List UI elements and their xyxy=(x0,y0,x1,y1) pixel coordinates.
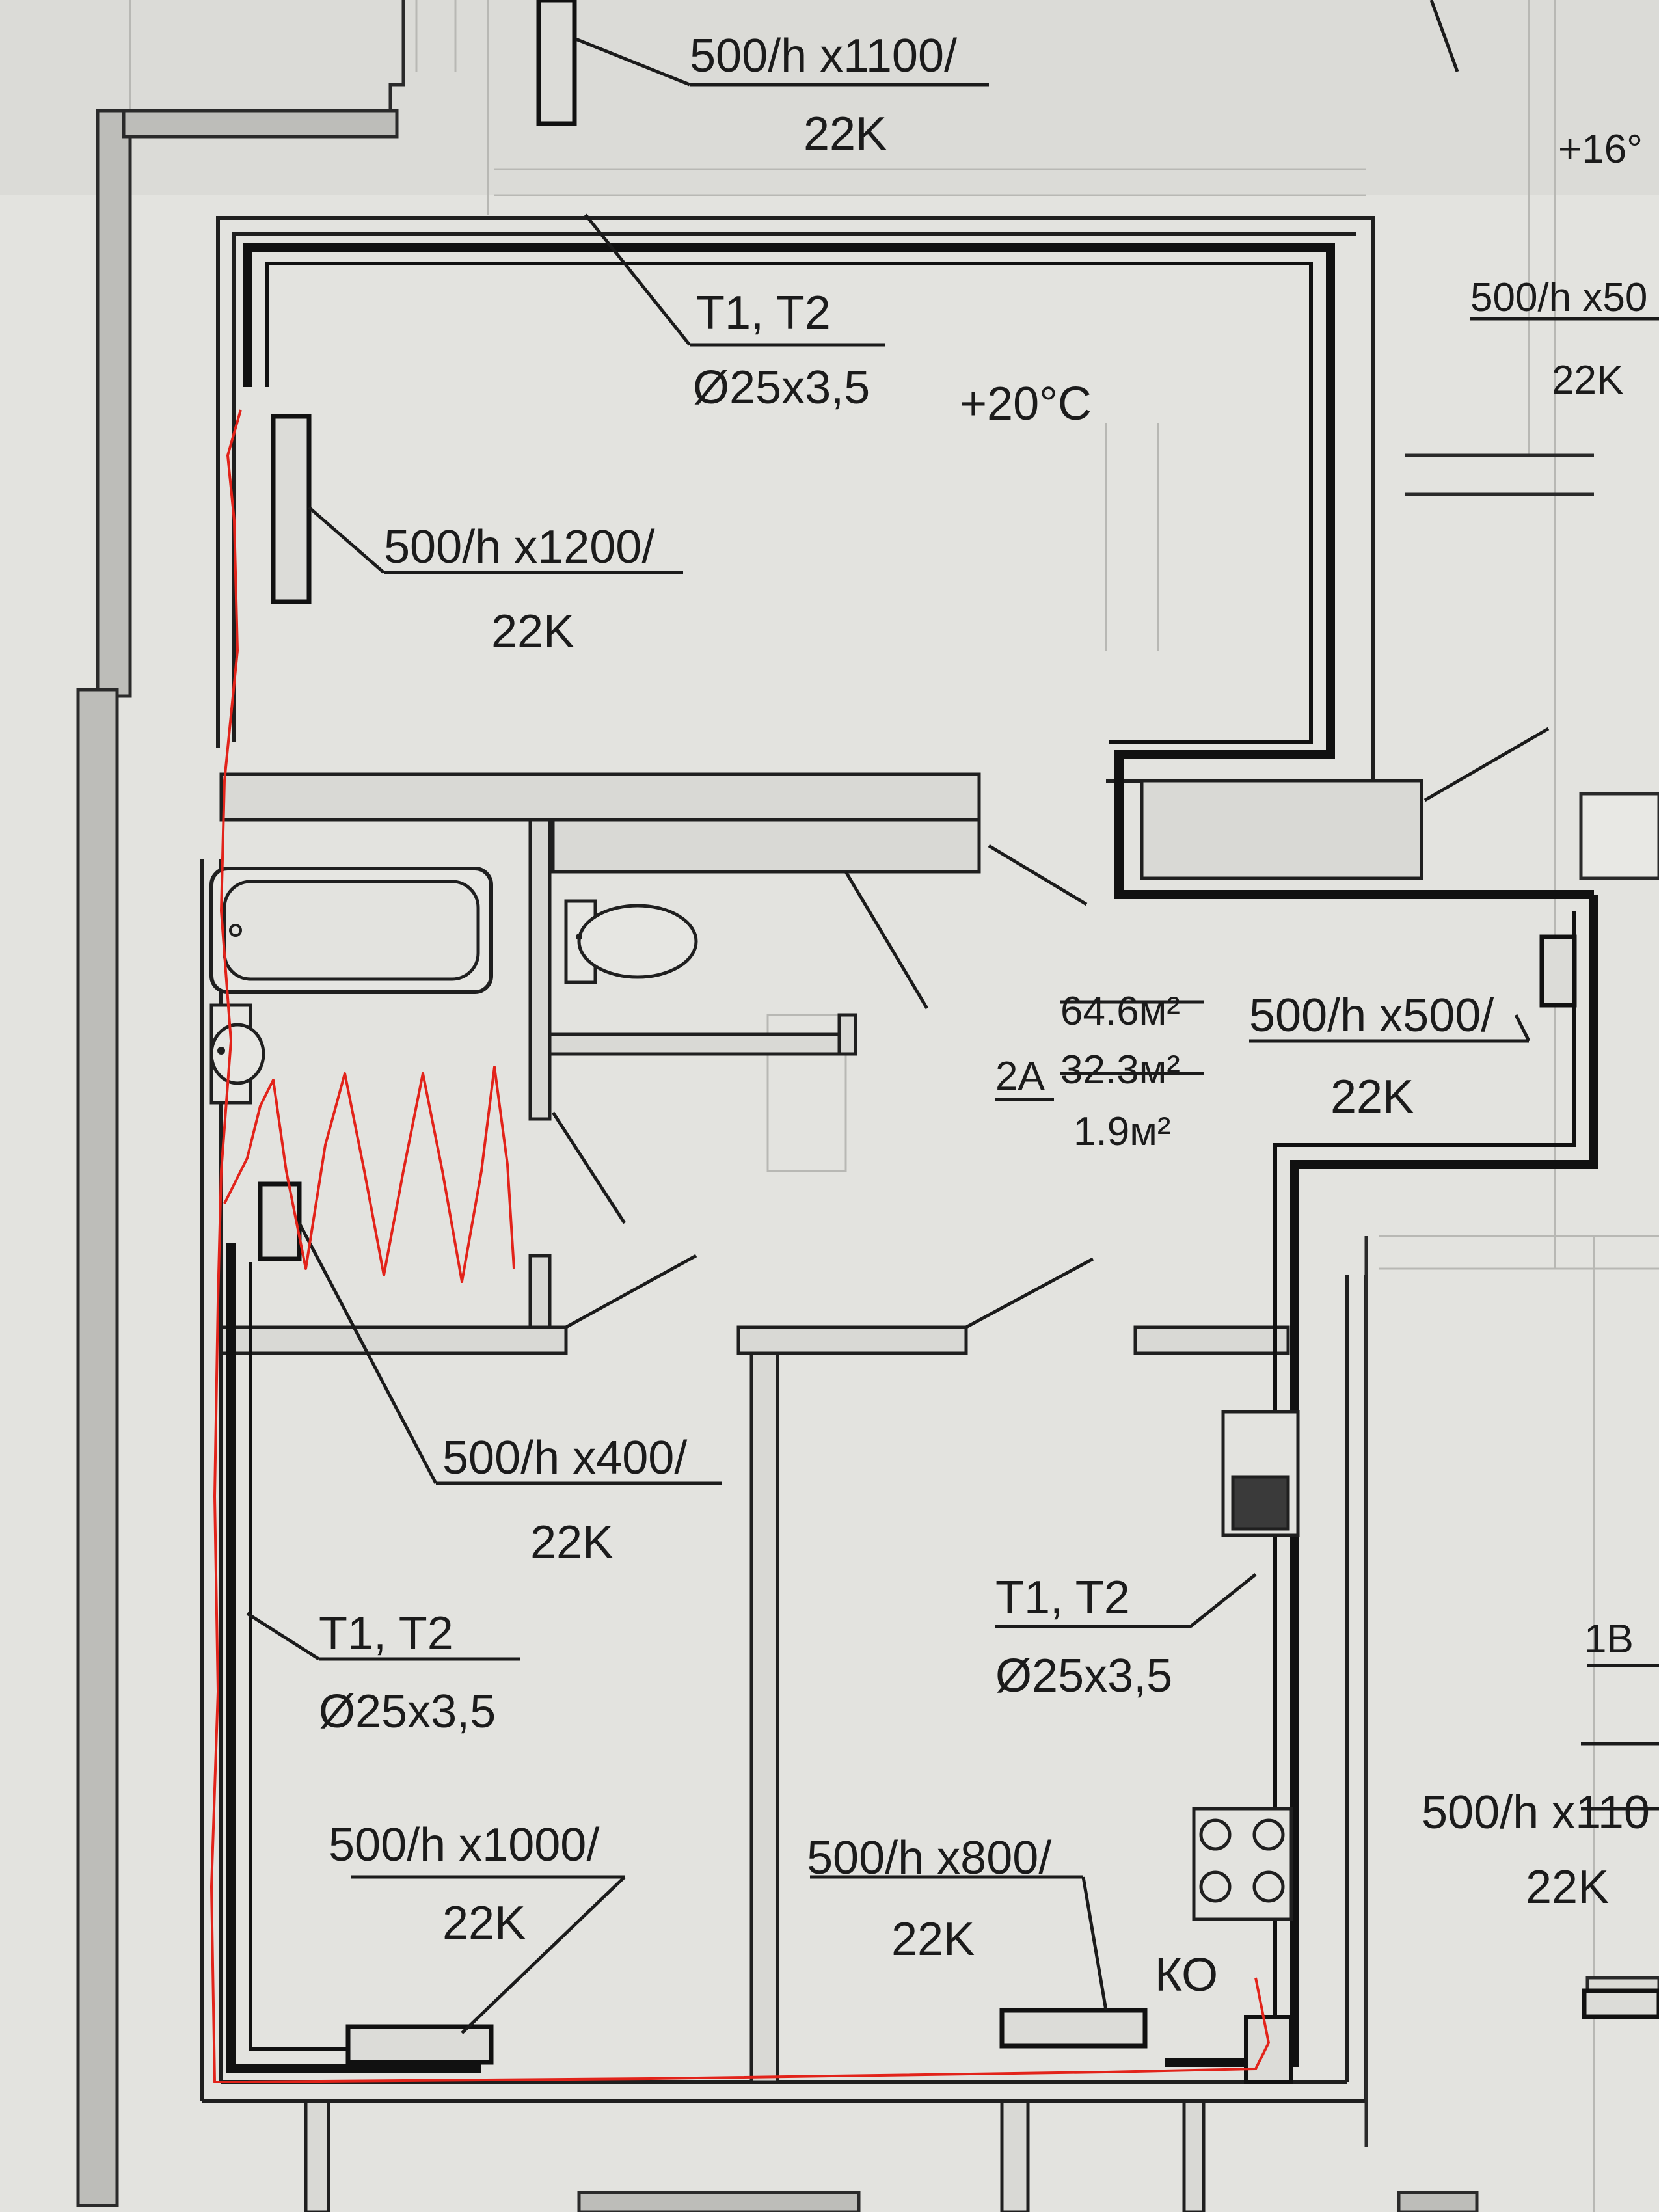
partition-toilet-end xyxy=(837,1013,857,1056)
radiator-kitchen-corner-size: 500/h x500/ xyxy=(1249,990,1494,1042)
radiator-top-right-size: 500/h x50 xyxy=(1470,275,1647,320)
radiator-bedroom-right-unit xyxy=(999,2008,1148,2049)
radiator-main-room-unit xyxy=(271,414,312,604)
partition-hall-left xyxy=(219,1325,568,1355)
radiator-units xyxy=(258,0,1659,2065)
bathtub xyxy=(209,867,493,994)
apartment-type-label: 2А xyxy=(995,1054,1045,1099)
radiator-neighbor-right-size: 500/h x110 xyxy=(1422,1787,1650,1839)
partition-hall-mid xyxy=(736,1325,968,1355)
neighbor-type-label: 1В xyxy=(1584,1617,1634,1662)
interior-walls xyxy=(219,772,1423,2084)
radiator-top-outside-model: 22K xyxy=(803,108,887,160)
red-hand-marking xyxy=(210,409,1270,2083)
radiator-bedroom-left-size: 500/h x1000/ xyxy=(329,1819,599,1871)
radiator-bedroom-right-model: 22K xyxy=(891,1913,975,1965)
temperature-neighbor: +16° xyxy=(1558,127,1643,172)
apartment-area-living: 32.3м² xyxy=(1060,1047,1180,1092)
bottom-wall-stubs xyxy=(304,2099,1206,2212)
radiator-kitchen-corner-model: 22K xyxy=(1330,1071,1414,1123)
radiator-neighbor-right-model: 22K xyxy=(1526,1861,1609,1913)
pipe-top-size: Ø25x3,5 xyxy=(693,362,870,414)
background-drafting-lines xyxy=(129,0,1659,2212)
radiator-bedroom-left-model: 22K xyxy=(442,1897,526,1949)
radiator-top-outside-unit xyxy=(536,0,577,126)
heating-pipe-loop xyxy=(226,243,1598,2073)
radiator-kitchen-corner-unit xyxy=(1539,934,1577,1008)
pipe-right-name: T1, T2 xyxy=(995,1572,1130,1624)
radiator-bathroom-unit xyxy=(258,1181,302,1261)
radiator-main-room-model: 22K xyxy=(491,606,574,658)
radiator-top-outside-size: 500/h x1100/ xyxy=(690,30,957,82)
paper-shadow-top xyxy=(0,0,1659,195)
apartment-area-total: 64.6м² xyxy=(1060,989,1180,1034)
collector-label: КО xyxy=(1155,1949,1218,2001)
radiator-top-right-model: 22K xyxy=(1552,358,1623,403)
radiator-neighbor-right-unit xyxy=(1582,1988,1659,2019)
radiator-bedroom-right-size: 500/h x800/ xyxy=(807,1832,1051,1884)
apartment-area-balcony: 1.9м² xyxy=(1073,1109,1170,1154)
partition-kitchen xyxy=(1140,779,1423,880)
partition-bath-right xyxy=(528,1254,552,1329)
stove xyxy=(1192,1807,1293,1921)
radiator-bedroom-left-unit xyxy=(345,2024,494,2065)
toilet xyxy=(564,899,698,984)
kitchen-unit xyxy=(1221,1410,1300,1537)
partition-bedrooms xyxy=(749,1351,779,2084)
radiator-bathroom-model: 22K xyxy=(530,1517,614,1569)
partition-hall-right xyxy=(1133,1325,1290,1355)
pipe-top-name: T1, T2 xyxy=(696,287,831,339)
collector-box xyxy=(1244,2015,1293,2084)
partition-top xyxy=(219,772,981,822)
partition-bath-top xyxy=(551,818,981,874)
pipe-left-name: T1, T2 xyxy=(319,1608,453,1660)
temperature-main-room: +20°C xyxy=(960,378,1092,430)
pipe-left-size: Ø25x3,5 xyxy=(319,1686,496,1738)
exterior-wall-hatching xyxy=(76,109,1479,2212)
partition-toilet-bottom xyxy=(548,1032,857,1056)
neighbor-walls-top-left xyxy=(124,0,405,113)
partition-toilet-left xyxy=(528,818,552,1121)
radiator-main-room-size: 500/h x1200/ xyxy=(384,521,654,573)
pipe-right-size: Ø25x3,5 xyxy=(995,1650,1172,1702)
radiator-bathroom-size: 500/h x400/ xyxy=(442,1432,687,1484)
sink xyxy=(209,1003,265,1105)
leader-lines xyxy=(246,0,1659,2034)
